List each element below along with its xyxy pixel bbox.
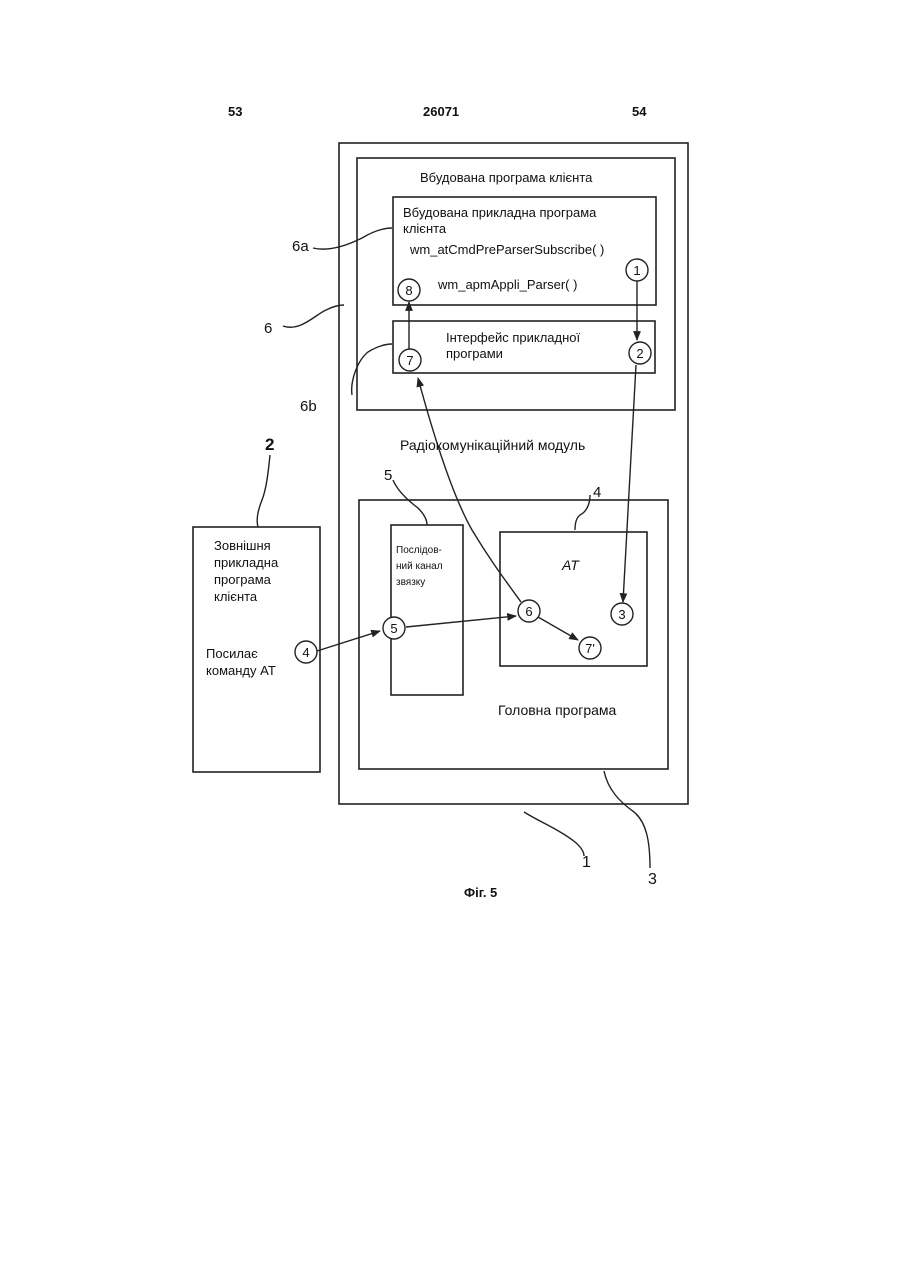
embedded-app-label-line2: клієнта — [403, 221, 447, 236]
external-app-label-line2: прикладна — [214, 555, 279, 570]
leader-2 — [257, 455, 270, 527]
api-label-line2: програми — [446, 346, 503, 361]
leader-3 — [604, 771, 650, 868]
ref-numeral-2: 2 — [265, 435, 274, 454]
embedded-app-label-line1: Вбудована прикладна програма — [403, 205, 597, 220]
step-node-3: 3 — [611, 603, 633, 625]
ref-numeral-3: 3 — [648, 871, 657, 888]
external-app-label-line3: програма — [214, 572, 272, 587]
step-label-8: 8 — [405, 283, 412, 298]
arrow-6-to-7prime — [538, 617, 578, 640]
ref-numeral-1: 1 — [582, 854, 591, 871]
step-label-2: 2 — [636, 346, 643, 361]
step-node-7: 7 — [399, 349, 421, 371]
main-program-label: Головна програма — [498, 702, 617, 718]
sends-command-line2: команду AT — [206, 663, 276, 678]
step-node-2: 2 — [629, 342, 651, 364]
step-label-7: 7 — [406, 353, 413, 368]
step-node-1: 1 — [626, 259, 648, 281]
api-label-line1: Інтерфейс прикладної — [446, 330, 581, 345]
radio-module-label: Радіокомунікаційний модуль — [400, 437, 585, 453]
serial-channel-label-line2: ний канал — [396, 561, 443, 572]
func-parser-label: wm_apmAppli_Parser( ) — [437, 277, 577, 292]
leader-6a — [313, 228, 392, 249]
sends-command-line1: Посилає — [206, 646, 258, 661]
func-subscribe-label: wm_atCmdPreParserSubscribe( ) — [409, 242, 604, 257]
serial-channel-label-line1: Послідов- — [396, 545, 442, 556]
step-label-3: 3 — [618, 607, 625, 622]
external-app-label-line4: клієнта — [214, 589, 258, 604]
arrow-4-to-5 — [317, 631, 380, 651]
step-node-7prime: 7' — [579, 637, 601, 659]
serial-channel-label-line3: звязку — [396, 577, 425, 588]
ref-numeral-6a: 6a — [292, 238, 309, 255]
ref-numeral-5: 5 — [384, 467, 392, 484]
main-program-box — [359, 500, 668, 769]
step-node-6: 6 — [518, 600, 540, 622]
leader-6 — [283, 305, 344, 327]
step-label-4: 4 — [302, 645, 309, 660]
ref-numeral-6: 6 — [264, 320, 272, 337]
step-node-4: 4 — [295, 641, 317, 663]
step-label-5: 5 — [390, 621, 397, 636]
figure-caption: Фіг. 5 — [464, 885, 497, 900]
at-block-label: AT — [561, 557, 580, 573]
step-node-5: 5 — [383, 617, 405, 639]
leader-5 — [393, 480, 427, 525]
step-node-8: 8 — [398, 279, 420, 301]
step-label-1: 1 — [633, 263, 640, 278]
arrow-2-to-3 — [623, 365, 636, 602]
api-box — [393, 321, 655, 373]
embedded-program-label: Вбудована програма клієнта — [420, 170, 593, 185]
ref-numeral-6b: 6b — [300, 398, 317, 415]
leader-1 — [524, 812, 584, 856]
external-app-label-line1: Зовнішня — [214, 538, 271, 553]
step-label-7prime: 7' — [585, 641, 595, 656]
step-label-6: 6 — [525, 604, 532, 619]
ref-numeral-4: 4 — [593, 484, 601, 501]
at-box — [500, 532, 647, 666]
